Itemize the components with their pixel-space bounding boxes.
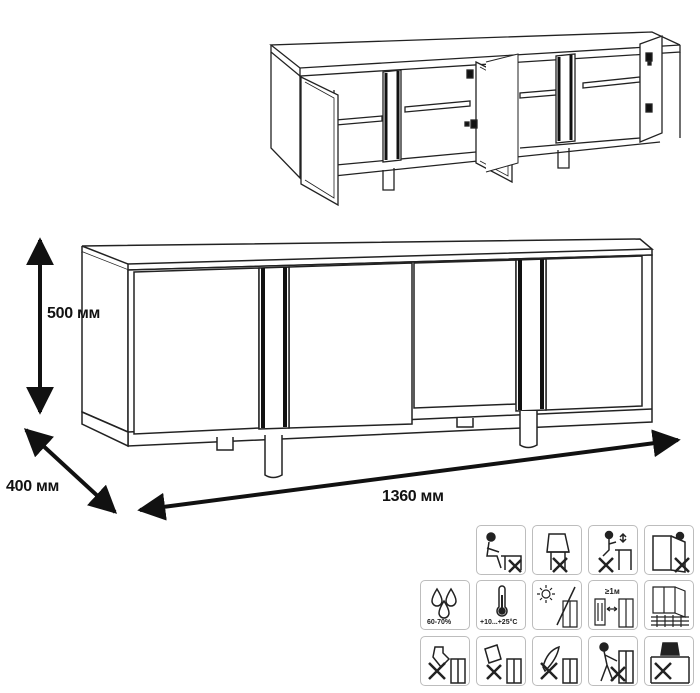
- no-chemical-cleaners-icon: [420, 636, 470, 686]
- humidity-icon: 60-70%: [420, 580, 470, 630]
- width-label: 1360 мм: [382, 488, 444, 505]
- no-heated-floor-icon: [644, 580, 694, 630]
- temperature-value: +10...+25°C: [480, 619, 518, 626]
- cabinet-front-drawing: [81, 238, 655, 479]
- dimension-arrows: [23, 237, 681, 521]
- open-cabinet-drawing: [269, 31, 681, 207]
- depth-label: 400 мм: [6, 478, 60, 495]
- distance-value: ≥1м: [605, 587, 620, 596]
- no-abrasive-cleaning-icon: [532, 636, 582, 686]
- no-standing-on-chair-icon: [532, 525, 582, 575]
- no-door-hanging-icon: [644, 525, 694, 575]
- no-direct-sunlight-icon: [532, 580, 582, 630]
- no-wet-cleaning-icon: [476, 636, 526, 686]
- humidity-value: 60-70%: [427, 619, 452, 626]
- no-climbing-icon: [588, 525, 638, 575]
- no-pushing-furniture-icon: [588, 636, 638, 686]
- distance-from-heater-icon: ≥1м: [588, 580, 638, 630]
- no-sitting-on-desk-icon: [476, 525, 526, 575]
- height-label: 500 мм: [47, 305, 101, 322]
- weight-limit-icon: [644, 636, 694, 686]
- temperature-icon: +10...+25°C: [476, 580, 526, 630]
